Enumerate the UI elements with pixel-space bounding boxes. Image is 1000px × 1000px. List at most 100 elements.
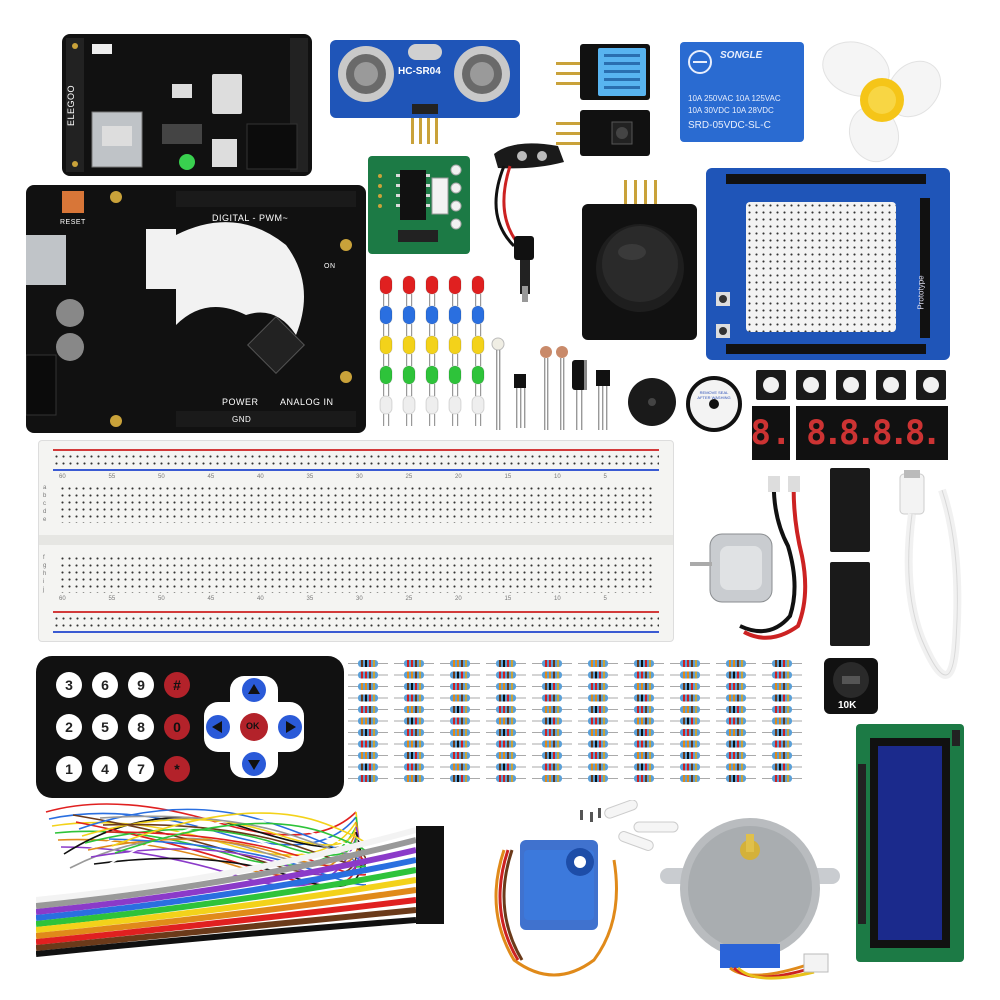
dupont-connector [416, 892, 444, 904]
resistor [394, 729, 434, 736]
breadboard-column-number: 55 [108, 474, 116, 480]
resistor [532, 671, 572, 679]
led-set [372, 272, 492, 440]
breadboard-column-number: 20 [455, 474, 462, 480]
remote-key[interactable]: 1 [56, 756, 82, 782]
dupont-connector [416, 872, 444, 884]
board-power-label: POWER [222, 397, 259, 407]
active-buzzer: REMOVE SEAL AFTER WASHING [684, 374, 744, 434]
ultrasonic-model: HC-SR04 [398, 66, 441, 77]
resistor [624, 660, 664, 667]
ribbon-wire [35, 877, 417, 933]
resistor [486, 775, 526, 782]
resistor [532, 763, 572, 771]
breadboard-main-top [59, 485, 653, 523]
remote-key[interactable]: 6 [92, 672, 118, 698]
resistor [670, 683, 710, 690]
resistor [716, 694, 756, 702]
resistor [578, 694, 618, 702]
resistor [532, 717, 572, 725]
led [425, 335, 439, 366]
resistor [624, 717, 664, 725]
resistor [762, 752, 802, 759]
remote-key[interactable]: 3 [56, 672, 82, 698]
transistor-icons [514, 370, 610, 430]
ribbon-wire [35, 867, 417, 927]
ribbon-wire [35, 897, 417, 945]
led [379, 395, 393, 426]
resistor [670, 729, 710, 736]
breadboard-column-number: 60 [59, 474, 66, 480]
resistor [578, 740, 618, 748]
breadboard-row-letter: g [43, 563, 47, 569]
ribbon-wire [35, 857, 417, 921]
lcd-i2c-header [952, 730, 960, 746]
remote-key[interactable]: # [164, 672, 190, 698]
remote-key[interactable]: 4 [92, 756, 118, 782]
remote-key[interactable]: 8 [128, 714, 154, 740]
ribbon-cable [35, 822, 476, 976]
resistor [394, 717, 434, 725]
shield-buttons [716, 292, 730, 338]
dpad-down-arrow-icon[interactable] [242, 752, 266, 776]
led [402, 395, 416, 426]
remote-dpad: OK [200, 672, 308, 782]
breadboard-rail-top-red [53, 449, 659, 451]
dpad-left-arrow-icon[interactable] [206, 715, 230, 739]
remote-ok-key[interactable]: OK [246, 721, 260, 731]
seven-segment-quad: 8.8.8.8. [796, 406, 948, 460]
resistor [348, 660, 388, 667]
resistor [532, 660, 572, 667]
led [448, 395, 462, 426]
led [471, 395, 485, 426]
pin-row-left [72, 43, 78, 167]
resistor [394, 752, 434, 759]
breadboard-column-number: 40 [257, 474, 264, 480]
resistor [578, 671, 618, 679]
power-module-brand: ELEGOO [66, 84, 76, 126]
resistor [440, 717, 480, 725]
shift-register-chip-1 [830, 468, 870, 552]
resistor [486, 694, 526, 702]
remote-key[interactable]: 7 [128, 756, 154, 782]
remote-key[interactable]: 5 [92, 714, 118, 740]
stepper-motor-icon [660, 814, 840, 984]
resistor [486, 660, 526, 667]
breadboard-row-letter: f [43, 555, 45, 561]
resistor [624, 740, 664, 748]
resistor [578, 660, 618, 667]
led [402, 305, 416, 336]
breadboard-row-letter: j [43, 587, 45, 593]
remote-key[interactable]: 2 [56, 714, 82, 740]
dupont-connector [416, 902, 444, 914]
resistor [716, 671, 756, 679]
breadboard-row-letter: d [43, 509, 47, 515]
resistor [762, 763, 802, 771]
resistor-set [344, 656, 814, 788]
fan-blade-icon [816, 34, 946, 164]
push-button [876, 370, 906, 400]
shield-pin-row-top [726, 174, 926, 184]
relay-brand: SONGLE [720, 50, 763, 61]
resistor [394, 706, 434, 713]
servo-horns [574, 799, 684, 860]
remote-key[interactable]: 0 [164, 714, 190, 740]
dpad-right-arrow-icon[interactable] [278, 715, 302, 739]
breadboard-main-bottom [59, 555, 653, 593]
dpad-up-arrow-icon[interactable] [242, 678, 266, 702]
dupont-connector [416, 832, 444, 844]
joystick-module [582, 180, 697, 340]
resistor [440, 752, 480, 759]
resistor [440, 729, 480, 736]
led [448, 335, 462, 366]
resistor [762, 706, 802, 713]
push-button [796, 370, 826, 400]
resistor [486, 763, 526, 771]
breadboard-row-letter: b [43, 493, 47, 499]
remote-key[interactable]: * [164, 756, 190, 782]
remote-key[interactable]: 9 [128, 672, 154, 698]
board-gnd-label: GND [232, 415, 252, 424]
led [402, 365, 416, 396]
ribbon-wire [35, 827, 417, 903]
